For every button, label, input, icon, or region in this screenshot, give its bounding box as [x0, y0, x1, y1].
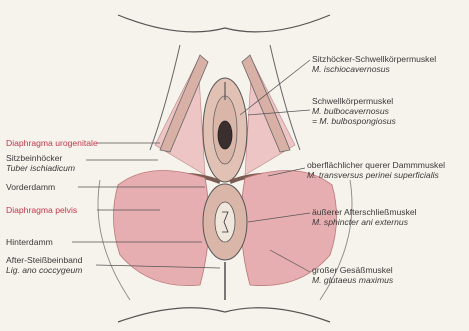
- label-vorderdamm: Vorderdamm: [6, 182, 55, 192]
- label-oberflaechlicher-querer-dammmuskel: oberflächlicher querer Dammmuskel M. tra…: [307, 160, 445, 180]
- vaginal-opening: [218, 121, 232, 149]
- anal-canal: [215, 202, 235, 242]
- label-diaphragma-urogenitale: Diaphragma urogenitale: [6, 138, 98, 148]
- label-diaphragma-pelvis: Diaphragma pelvis: [6, 205, 77, 215]
- thigh-outline-top: [118, 15, 330, 32]
- label-schwellkoerpermuskel: Schwellkörpermuskel M. bulbocavernosus =…: [312, 96, 396, 126]
- pelvic-diaphragm-left: [113, 170, 209, 285]
- label-grosser-gesaessmuskel: großer Gesäßmuskel M. glutaeus maximus: [312, 265, 393, 285]
- label-aeusserer-afterschliessmuskel: äußerer Afterschließmuskel M. sphincter …: [312, 207, 417, 227]
- label-hinterdamm: Hinterdamm: [6, 237, 53, 247]
- label-sitzbeinhoecker: Sitzbeinhöcker Tuber ischiadicum: [6, 153, 75, 173]
- label-sitzhoecker-schwellkoerpermuskel: Sitzhöcker-Schwellkörpermuskel M. ischio…: [312, 54, 436, 74]
- thigh-outline-bottom: [118, 308, 330, 322]
- label-after-steissbeinband: After-Steißbeinband Lig. ano coccygeum: [6, 255, 82, 275]
